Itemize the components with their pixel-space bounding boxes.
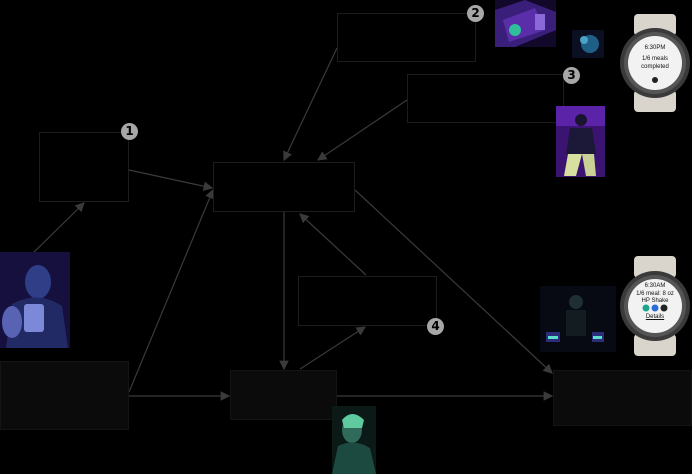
box-step-4 — [298, 276, 437, 326]
watch-top-line1: 1/6 meals — [641, 56, 668, 62]
watch-bottom-line1: 1/6 meal: 8 oz — [636, 291, 674, 297]
box-right — [553, 370, 692, 426]
smartwatch-bottom: 6:30AM 1/6 meal: 8 oz HP Shake Details — [618, 256, 692, 356]
arrow-box1-to-center — [128, 169, 214, 191]
kitchen-photo — [495, 0, 556, 47]
watch-bottom-line2: HP Shake — [641, 298, 669, 304]
arrow-box3-to-center — [317, 99, 408, 161]
arrow-middle-to-box4 — [299, 326, 367, 370]
smartwatch-top: 6:30PM 1/6 meals completed — [618, 14, 692, 112]
watch-bottom-details-link[interactable]: Details — [645, 314, 665, 320]
watch-top-time: 6:30PM — [644, 45, 666, 51]
person-with-phone-photo — [0, 252, 70, 348]
arrow-box4-to-center — [299, 213, 367, 276]
badge-1: 1 — [121, 123, 138, 140]
arrow-person-to-box1 — [29, 202, 85, 257]
woman-in-purple-photo — [556, 106, 605, 177]
arrow-box2-to-center — [283, 47, 338, 162]
badge-4: 4 — [427, 318, 444, 335]
watch-top-line2: completed — [641, 64, 669, 70]
box-bottom-left — [0, 361, 129, 430]
arrow-bottomleft-to-center — [128, 188, 215, 393]
arrow-center-to-right — [354, 189, 553, 374]
watch-bottom-time: 6:30AM — [644, 283, 666, 289]
box-step-1 — [39, 132, 129, 202]
badge-2: 2 — [467, 5, 484, 22]
box-step-2 — [337, 13, 476, 62]
box-step-3 — [407, 74, 564, 123]
box-center — [213, 162, 355, 212]
box-middle — [230, 370, 337, 420]
small-food-photo — [572, 30, 604, 58]
man-in-cafe-photo — [540, 286, 616, 352]
person-bottom-photo — [332, 406, 376, 474]
badge-3: 3 — [563, 67, 580, 84]
